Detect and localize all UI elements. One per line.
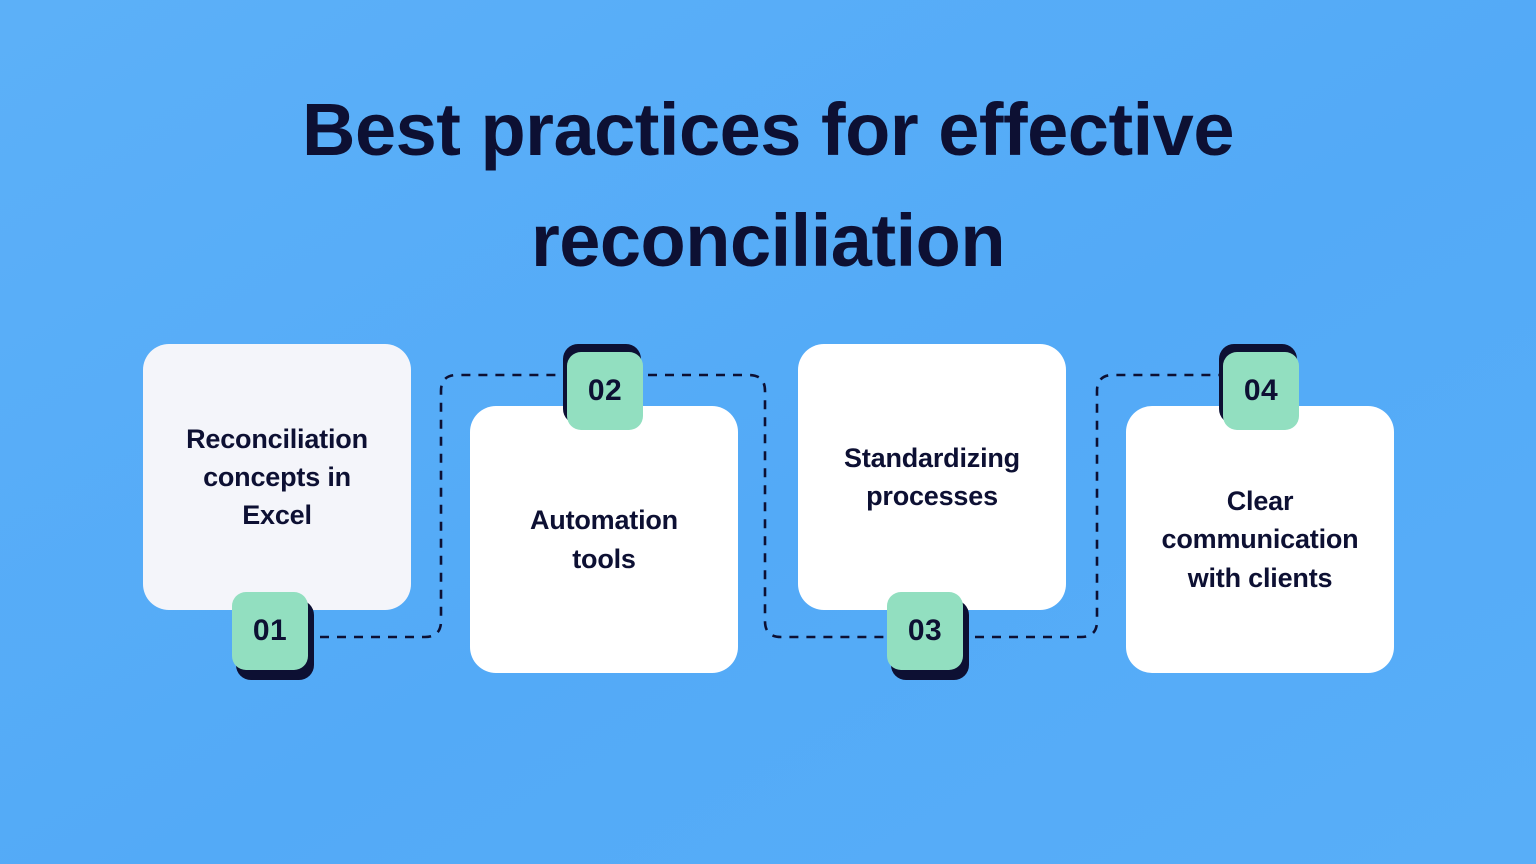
- step-number-badge-03[interactable]: 03: [887, 592, 973, 680]
- step-card-label: Reconciliation concepts in Excel: [186, 423, 368, 531]
- step-card-02[interactable]: Automation tools: [470, 406, 738, 673]
- step-card-label: Automation tools: [530, 505, 678, 574]
- step-card-04[interactable]: Clear communication with clients: [1126, 406, 1394, 673]
- badge-number-label: 02: [567, 352, 643, 430]
- step-card-01[interactable]: Reconciliation concepts in Excel: [143, 344, 411, 610]
- badge-number-label: 03: [887, 592, 963, 670]
- step-number-badge-04[interactable]: 04: [1215, 344, 1301, 432]
- page-title: Best practices for effective reconciliat…: [302, 88, 1234, 282]
- step-card-label: Clear communication with clients: [1161, 486, 1359, 593]
- step-card-label: Standardizing processes: [844, 442, 1020, 511]
- badge-number-label: 04: [1223, 352, 1299, 430]
- step-number-badge-02[interactable]: 02: [559, 344, 645, 432]
- badge-number-label: 01: [232, 592, 308, 670]
- step-card-03[interactable]: Standardizing processes: [798, 344, 1066, 610]
- step-number-badge-01[interactable]: 01: [232, 592, 318, 680]
